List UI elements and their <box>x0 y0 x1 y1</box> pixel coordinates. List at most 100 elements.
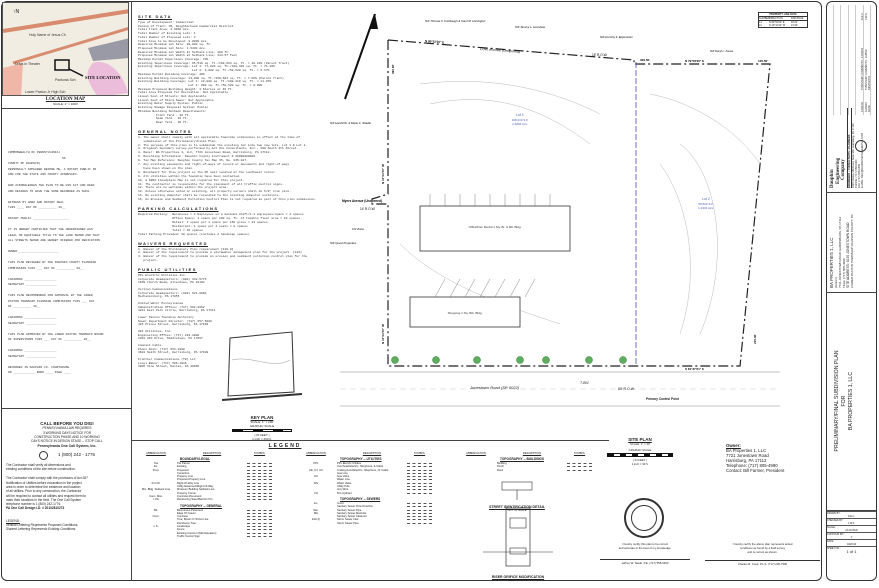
distance-label: 329.50' <box>640 58 650 62</box>
street-id-title: STREET IDENTIFICATION DETAIL <box>489 505 545 509</box>
site-data-line: Existing Impervious Coverage: 65,519 sq.… <box>138 61 290 65</box>
sheet-value: 1 of 1 <box>846 549 857 554</box>
legend-row: Inv.Invert <box>295 502 445 505</box>
certification-line: THIS PLAN RECOMMENDED FOR APPROVAL BY TH… <box>8 294 93 297</box>
engineer-cert-text: I hereby certify this plan to be correct… <box>618 542 672 550</box>
street-id-scale: NOT TO SCALE <box>507 509 527 512</box>
legend-section-title: TOPOGRAPHY -- BUILDINGS <box>500 457 544 461</box>
key-plan-scale: SCALE: 1" = 200' <box>250 420 274 424</box>
legend-section-title: BOUNDARY/LEGAL <box>180 457 210 461</box>
location-map-scale: SCALE: 1" = 1000' <box>53 102 78 106</box>
riser-scale: NOT TO SCALE <box>508 579 528 582</box>
legend-symbol <box>247 472 272 474</box>
legend-description: Sanitary Sewer Manhole <box>337 511 367 515</box>
legend-description: Proposed Property Line <box>177 478 206 482</box>
property-line-table-title: PROPERTY LINE DATA <box>759 13 807 17</box>
legend-description: Tax Parcel <box>177 462 190 465</box>
jonestown-road <box>340 371 780 407</box>
bearing-label: S 81°37'21" E <box>685 367 704 371</box>
legend-row: Fence <box>135 528 285 531</box>
legend-description: Property Line <box>177 475 193 479</box>
legend-description: Tree, Brush Or Shrub Line <box>177 518 209 522</box>
title-block-border <box>826 1 877 581</box>
site-data-line: Existing Impervious Coverage: Lot 1: 77,… <box>138 65 275 69</box>
certification-line: SECRETARY _________________ <box>8 321 57 325</box>
legend-description: Storm Sewer Inlet <box>337 518 359 522</box>
legend-description: Minimum Building Setback Line <box>177 488 215 492</box>
certification-line: SS <box>8 156 66 160</box>
building-2-label: Shopping 1 Sty. Brk. Bldg. <box>448 311 483 315</box>
legend-description: Concrete Monument <box>177 494 202 498</box>
legend-description: Utility Pole <box>337 485 350 489</box>
site-data-line: Required Minimum Lot Width at Setback Li… <box>138 50 230 54</box>
neighbor-label: N/F Quest Properties <box>330 241 357 245</box>
lot-2-area-sf: 58,520 S.F. <box>698 202 713 206</box>
legend-symbol <box>407 512 432 514</box>
site-data-line: Type of Development: Commercial <box>138 21 194 24</box>
legend-description: Property Corner <box>177 491 197 495</box>
legend-symbol <box>407 518 432 521</box>
parking-line: Office Space: 1 space per 100 sq. ft. of… <box>138 217 301 220</box>
legend-abbreviation: Tax <box>153 462 159 465</box>
legend-description: Concrete <box>177 515 188 519</box>
key-plan-graphic-scale-bar <box>232 429 292 432</box>
site-marker <box>54 59 70 71</box>
legend-row: Overhead Electric, Telephone, & Cable <box>295 465 445 468</box>
legend-column-header: ABBREVIATION <box>146 452 166 455</box>
certification-line: WHO ACKNOWLEDGES THE PLAN TO BE HIS ACT … <box>8 184 95 187</box>
legend-symbol <box>247 522 272 524</box>
scale-label: SCALE: <box>827 526 836 529</box>
riser-title: RISER ORIFICE MODIFICATION <box>491 575 545 579</box>
legend-symbol <box>567 465 592 468</box>
certification-line: COMMISSION THIS ___ DAY OF __________ 20… <box>8 266 84 270</box>
waivers-requested: 1. Waiver of the Preliminary Plan requir… <box>138 248 307 264</box>
svg-text:Lower Paxton Jr High Sch: Lower Paxton Jr High Sch <box>25 90 66 94</box>
drawing-border <box>1 1 822 581</box>
legend-symbol <box>407 475 432 478</box>
contour-value: 1' <box>850 536 853 539</box>
general-note-line: 10. A FEMA Floodplain Map is not require… <box>138 178 245 182</box>
site-data-line: Minimum Building Setback Requirements: <box>138 109 207 113</box>
legend-description: Building <box>497 462 507 465</box>
table-header: NUMBER <box>759 17 770 20</box>
certification-line: SECRETARY _________________ <box>8 283 57 286</box>
legend-title: LEGEND <box>268 443 302 449</box>
drawn-by-label: DRAWN BY: <box>827 512 841 515</box>
parking-line: Required Parking: Warehouse = 4 Employee… <box>138 213 304 217</box>
legend-abbreviation: R.O.W. <box>151 481 161 485</box>
site-location-label: SITE LOCATION <box>85 75 121 80</box>
location-map-image: ↑N Holy Name of Jesus Ch Drive-in Theate… <box>3 3 128 95</box>
legend-symbol <box>407 488 432 491</box>
parking-calculations: Required Parking: Warehouse = 4 Employee… <box>138 213 304 236</box>
legend-symbol <box>407 509 432 511</box>
legend-description: Porch <box>497 465 505 469</box>
site-plan: Office/Flex Rental 1 Sty. Br. & Mtl. Bld… <box>300 4 780 440</box>
site-data-line: Lot 2: 000 sq. ft./58,520 sq. ft. = 0.00… <box>138 83 263 87</box>
myers-row-label: 14' R.O.W. <box>360 207 375 211</box>
legend-symbol <box>247 532 272 534</box>
bearing-label: N 79°58'20" E <box>685 59 704 63</box>
site-plan-caption: SITE PLAN SCALE: 1" = 30' GRAPHIC SCALE … <box>600 437 680 466</box>
utility-line: PPL Electric Utilities Inc. <box>138 274 187 278</box>
certification-line: OWNER ______________________ <box>8 250 59 253</box>
legend-description: Underground Electric, Telephone, Or Cabl… <box>337 468 389 472</box>
legend-row: Building <box>455 462 595 465</box>
route-label: T-801 <box>580 381 589 385</box>
legend-row: Tax Tax Parcel <box>135 462 285 465</box>
contractor-note-1: The Contractor shall verify all dimensio… <box>6 462 76 472</box>
legend-description: Fence <box>177 528 185 532</box>
legend-abbreviation <box>455 469 497 472</box>
site-data-line: Required Minimum Lot Size: 20,000 sq. ft… <box>138 43 212 47</box>
site-data-line: Front Yard - 30 ft. <box>138 113 191 117</box>
certification-line: PAXTON TOWNSHIP PLANNING COMMISSION THIS… <box>8 299 95 303</box>
legend-abbreviation: PPL <box>313 462 319 465</box>
revisions-date-header: DATE <box>868 105 871 112</box>
utility-line: United Water Pennsylvania <box>138 302 184 306</box>
property-boundary <box>371 39 771 367</box>
